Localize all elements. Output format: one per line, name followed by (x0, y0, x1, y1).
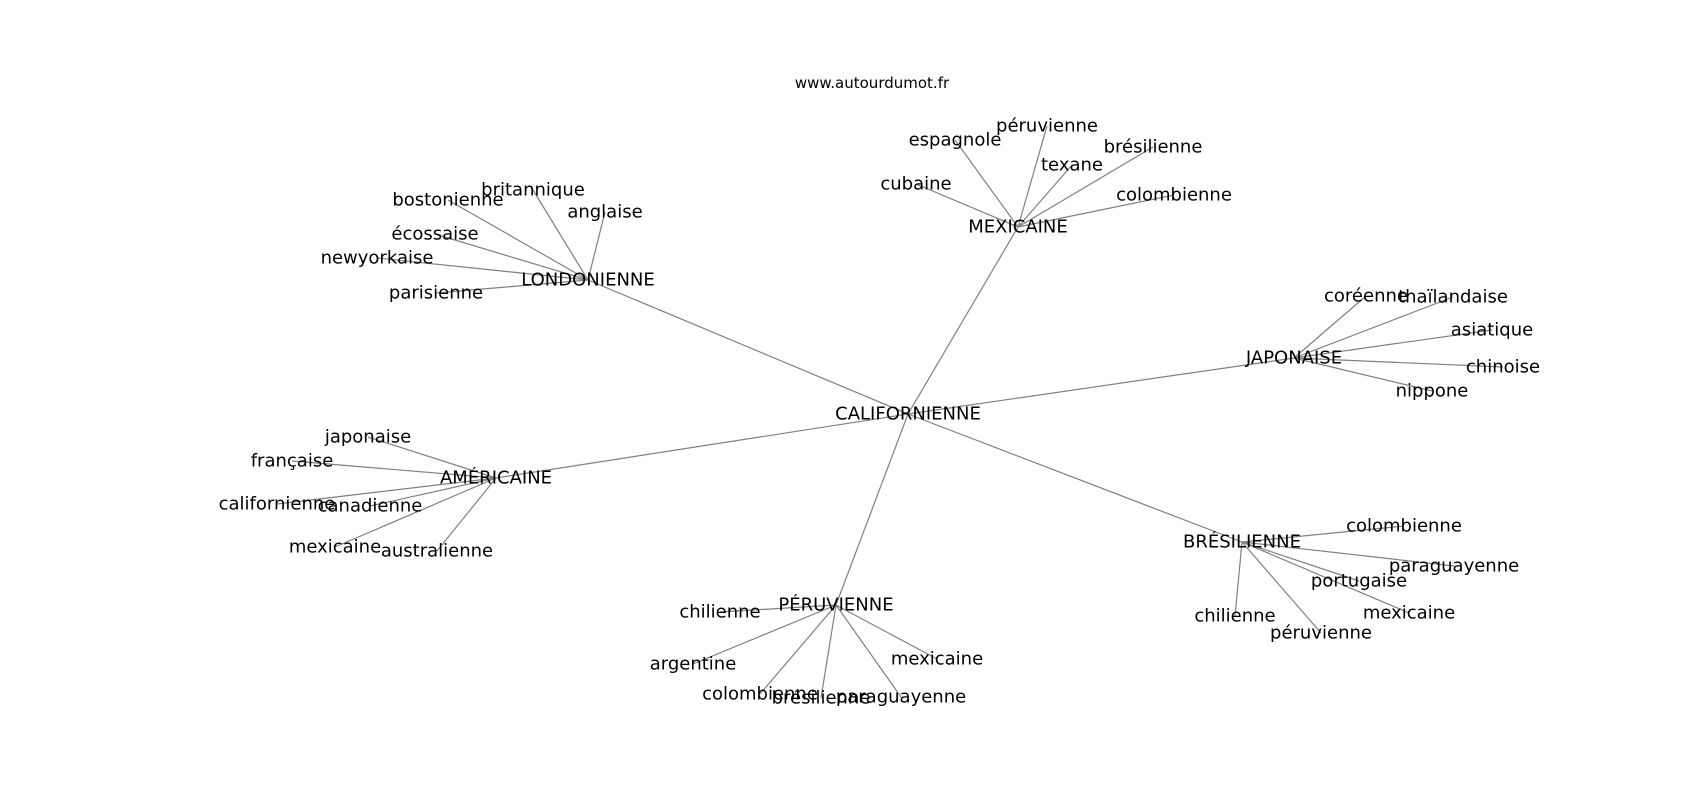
edge-peruvienne-leaf (835, 604, 938, 660)
leaf-node-label: brésilienne (772, 688, 871, 709)
edge-americaine-leaf (369, 477, 497, 507)
edge-peruvienne-leaf (835, 604, 902, 698)
edge-mexicaine-leaf (1017, 125, 1048, 228)
edge-mexicaine-leaf (915, 183, 1019, 228)
edge-center-londonienne (587, 279, 909, 415)
edge-japonaise-leaf (1293, 296, 1454, 359)
edge-mexicaine-leaf (954, 139, 1019, 228)
leaf-node-label: mexicaine (1363, 603, 1455, 624)
edge-americaine-leaf (334, 477, 497, 548)
edge-japonaise-leaf (1293, 357, 1504, 368)
edge-americaine-leaf (436, 477, 497, 552)
leaf-node-label: newyorkaise (321, 248, 434, 269)
leaf-node-label: californienne (219, 494, 336, 515)
edge-peruvienne-leaf (820, 604, 837, 699)
edge-peruvienne-leaf (692, 604, 837, 665)
hub-node-label-japonaise: JAPONAISE (1245, 348, 1342, 369)
edge-japonaise-leaf (1293, 357, 1433, 392)
edge-peruvienne-leaf (719, 604, 837, 613)
leaf-node-label: britannique (481, 180, 585, 201)
leaf-node-label: chinoise (1466, 357, 1540, 378)
leaf-node-label: colombienne (1116, 185, 1232, 206)
leaf-node-label: paraguayenne (836, 687, 966, 708)
leaf-node-label: péruvienne (1270, 623, 1372, 644)
edge-japonaise-leaf (1293, 329, 1493, 359)
edge-japonaise-leaf (1293, 295, 1367, 359)
leaf-node-label: argentine (650, 654, 737, 675)
leaf-node-label: colombienne (702, 684, 818, 705)
graph-labels: CALIFORNIENNE LONDONIENNE britanniquebosto… (219, 116, 1540, 709)
leaf-node-label: nippone (1396, 381, 1469, 402)
leaf-node-label: portugaise (1311, 571, 1407, 592)
edge-center-bresilienne (907, 413, 1243, 543)
leaf-node-label: chilienne (1194, 606, 1275, 627)
leaf-node-label: mexicaine (289, 537, 381, 558)
leaf-node-label: péruvienne (996, 116, 1098, 137)
source-label: www.autourdumot.fr (795, 74, 950, 92)
edge-center-peruvienne (835, 413, 909, 606)
edge-londonienne-leaf (434, 233, 589, 281)
edge-center-americaine (495, 413, 909, 479)
edge-bresilienne-leaf (1241, 541, 1360, 582)
leaf-node-label: espagnole (909, 130, 1002, 151)
edge-mexicaine-leaf (1017, 164, 1073, 228)
leaf-node-label: japonaise (324, 427, 411, 448)
leaf-node-label: coréenne (1324, 286, 1408, 307)
hub-node-label-londonienne: LONDONIENNE (521, 270, 655, 291)
leaf-node-label: écossaise (391, 224, 478, 245)
edge-americaine-leaf (276, 477, 497, 505)
edge-londonienne-leaf (532, 189, 589, 281)
edge-center-japonaise (907, 357, 1295, 415)
hub-node-label-mexicaine: MEXICAINE (968, 217, 1068, 238)
edge-londonienne-leaf (435, 279, 589, 294)
hub-node-label-peruvienne: PÉRUVIENNE (778, 594, 893, 616)
edge-bresilienne-leaf (1241, 541, 1455, 567)
edge-bresilienne-leaf (1241, 541, 1322, 634)
leaf-node-label: australienne (381, 541, 493, 562)
leaf-node-label: mexicaine (891, 649, 983, 670)
edge-center-mexicaine (907, 226, 1019, 415)
leaf-node-label: anglaise (567, 202, 642, 223)
edge-mexicaine-leaf (1017, 194, 1175, 228)
edge-mexicaine-leaf (1017, 146, 1154, 228)
edge-bresilienne-leaf (1241, 541, 1410, 614)
leaf-node-label: paraguayenne (1389, 556, 1519, 577)
leaf-node-label: chilienne (679, 602, 760, 623)
center-node-label: CALIFORNIENNE (835, 404, 981, 425)
edge-americaine-leaf (291, 460, 497, 479)
graph-edges (276, 125, 1504, 699)
edge-bresilienne-leaf (1234, 541, 1243, 617)
edge-bresilienne-leaf (1241, 525, 1405, 543)
hub-node-label-bresilienne: BRÉSILIENNE (1183, 531, 1301, 553)
edge-londonienne-leaf (587, 211, 606, 281)
leaf-node-label: colombienne (1346, 516, 1462, 537)
leaf-node-label: asiatique (1451, 320, 1533, 341)
edge-londonienne-leaf (376, 257, 589, 281)
leaf-node-label: cubaine (880, 174, 951, 195)
leaf-node-label: texane (1041, 155, 1103, 176)
leaf-node-label: brésilienne (1104, 137, 1203, 158)
hub-node-label-americaine: AMÉRICAINE (440, 467, 552, 489)
leaf-node-label: canadienne (318, 496, 423, 517)
leaf-node-label: parisienne (389, 283, 483, 304)
edge-londonienne-leaf (447, 199, 589, 281)
leaf-node-label: française (251, 451, 334, 472)
edge-peruvienne-leaf (759, 604, 837, 695)
leaf-node-label: thaïlandaise (1398, 287, 1508, 308)
leaf-node-label: bostonienne (392, 190, 503, 211)
edge-americaine-leaf (367, 436, 497, 479)
